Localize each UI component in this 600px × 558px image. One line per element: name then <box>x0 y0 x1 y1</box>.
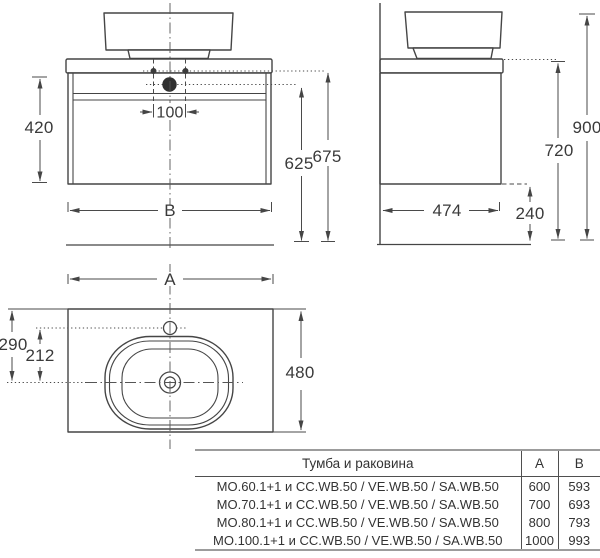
value-a: 700 <box>520 495 558 513</box>
value-b: 793 <box>557 513 600 531</box>
sink-base-side <box>412 47 494 60</box>
side-dimensions <box>382 13 595 241</box>
product-name: MO.60.1+1 и CC.WB.50 / VE.WB.50 / SA.WB.… <box>216 478 499 494</box>
countertop-side <box>379 58 504 74</box>
value-b: 693 <box>557 495 600 513</box>
basin-oval-middle <box>108 340 230 426</box>
value-a: 600 <box>520 476 558 495</box>
front-dimensions <box>32 72 335 242</box>
table-row: MO.100.1+1 и CC.WB.50 / VE.WB.50 / SA.WB… <box>195 531 600 550</box>
col-header-a: A <box>520 450 558 477</box>
value-b: 993 <box>557 531 600 550</box>
sink-base-front <box>127 49 211 60</box>
dim-label-212: 212 <box>26 346 55 365</box>
spec-table-header-row: Тумба и раковина A B <box>195 450 600 477</box>
dim-label-474: 474 <box>433 201 462 220</box>
product-name: MO.70.1+1 и CC.WB.50 / VE.WB.50 / SA.WB.… <box>216 496 499 512</box>
sink-bowl-front <box>103 12 234 51</box>
cabinet-side <box>379 72 502 185</box>
sink-bowl-side <box>404 11 503 49</box>
label-backing <box>162 205 178 218</box>
top-view-extensions <box>7 308 306 433</box>
value-a: 800 <box>520 513 558 531</box>
dim-label-720: 720 <box>545 141 574 160</box>
dim-label-290: 290 <box>0 335 27 354</box>
dim-label-B: B <box>164 201 176 220</box>
dim-label-675: 675 <box>313 147 342 166</box>
col-header-b: B <box>557 450 600 477</box>
dim-label-A: A <box>164 270 176 289</box>
side-reference-lines <box>502 59 556 185</box>
dim-label-420: 420 <box>25 118 54 137</box>
product-name: MO.100.1+1 и CC.WB.50 / VE.WB.50 / SA.WB… <box>213 532 503 548</box>
table-row: MO.70.1+1 и CC.WB.50 / VE.WB.50 / SA.WB.… <box>195 495 600 513</box>
label-backing <box>162 272 178 286</box>
side-view <box>377 3 531 246</box>
dim-label-625: 625 <box>285 154 314 173</box>
col-header-product: Тумба и раковина <box>195 450 521 477</box>
table-row: MO.80.1+1 и CC.WB.50 / VE.WB.50 / SA.WB.… <box>195 513 600 531</box>
dim-label-900: 900 <box>573 118 600 137</box>
value-a: 1000 <box>520 531 558 550</box>
top-dimensions <box>9 274 304 431</box>
spec-table: Тумба и раковина A B MO.60.1+1 и CC.WB.5… <box>195 449 600 551</box>
product-name: MO.80.1+1 и CC.WB.50 / VE.WB.50 / SA.WB.… <box>216 514 499 530</box>
mounting-hole-left <box>150 68 157 74</box>
label-backing <box>157 103 183 119</box>
drain-mark <box>162 77 177 92</box>
dim-label-240: 240 <box>516 204 545 223</box>
table-row: MO.60.1+1 и CC.WB.50 / VE.WB.50 / SA.WB.… <box>195 476 600 495</box>
value-b: 593 <box>557 476 600 495</box>
dim-label-480: 480 <box>286 363 315 382</box>
front-reference-lines <box>143 59 324 107</box>
mounting-hole-right <box>182 68 189 74</box>
dim-label-100: 100 <box>156 105 183 122</box>
front-view <box>65 12 274 246</box>
